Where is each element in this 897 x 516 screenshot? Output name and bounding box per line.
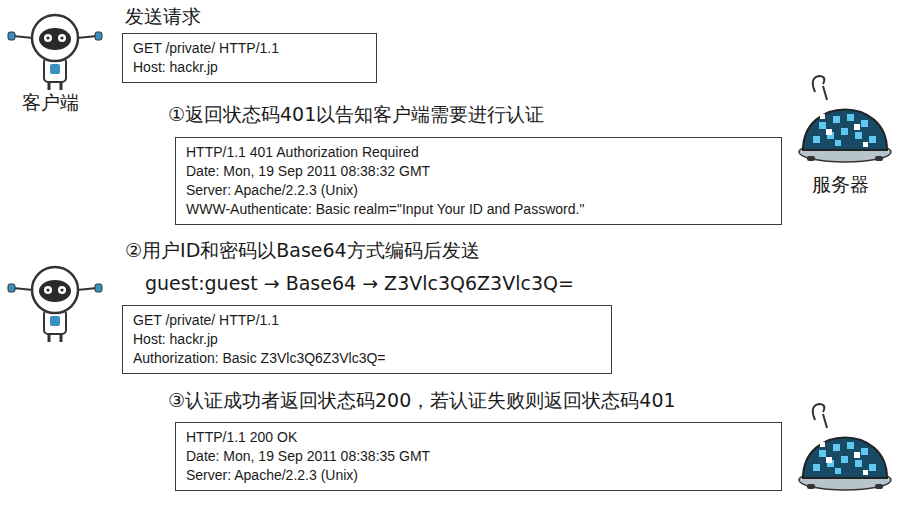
header-line: WWW-Authenticate: Basic realm="Input You… xyxy=(186,200,771,219)
step-heading: ①返回状态码401以告知客户端需要进行认证 xyxy=(168,102,544,128)
header-line: GET /private/ HTTP/1.1 xyxy=(133,39,366,58)
step-heading: ②用户ID和密码以Base64方式编码后发送 xyxy=(125,238,480,264)
header-line: HTTP/1.1 200 OK xyxy=(186,428,771,447)
step-heading: ③认证成功者返回状态码200，若认证失败则返回状态码401 xyxy=(168,388,676,414)
actor-label: 服务器 xyxy=(812,172,869,198)
server-robot xyxy=(799,76,891,162)
header-line: Authorization: Basic Z3Vlc3Q6Z3Vlc3Q= xyxy=(133,349,601,368)
client-robot xyxy=(8,267,102,342)
server-robot xyxy=(799,404,891,490)
http-message-box: HTTP/1.1 200 OKDate: Mon, 19 Sep 2011 08… xyxy=(175,422,782,491)
header-line: GET /private/ HTTP/1.1 xyxy=(133,311,601,330)
step-heading: 发送请求 xyxy=(125,4,201,30)
http-message-box: HTTP/1.1 401 Authorization RequiredDate:… xyxy=(175,137,782,225)
header-line: Server: Apache/2.2.3 (Unix) xyxy=(186,466,771,485)
http-message-box: GET /private/ HTTP/1.1Host: hackr.jpAuth… xyxy=(122,305,612,374)
header-line: Host: hackr.jp xyxy=(133,58,366,77)
client-robot xyxy=(8,15,102,90)
http-message-box: GET /private/ HTTP/1.1Host: hackr.jp xyxy=(122,33,377,83)
header-line: Date: Mon, 19 Sep 2011 08:38:35 GMT xyxy=(186,447,771,466)
actor-label: 客户端 xyxy=(22,90,79,116)
encoding-note: guest:guest → Base64 → Z3Vlc3Q6Z3Vlc3Q= xyxy=(145,272,574,294)
header-line: Server: Apache/2.2.3 (Unix) xyxy=(186,181,771,200)
header-line: Host: hackr.jp xyxy=(133,330,601,349)
header-line: HTTP/1.1 401 Authorization Required xyxy=(186,143,771,162)
header-line: Date: Mon, 19 Sep 2011 08:38:32 GMT xyxy=(186,162,771,181)
